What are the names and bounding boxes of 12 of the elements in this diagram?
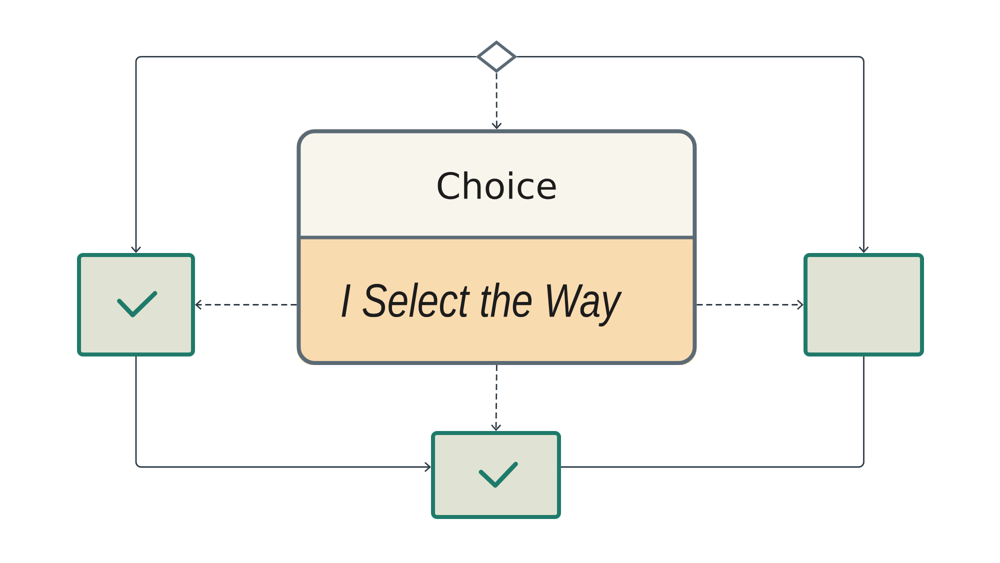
square-box <box>804 253 924 356</box>
split-box <box>296 129 697 365</box>
arrow <box>135 356 431 472</box>
arrow <box>696 300 804 310</box>
arrow <box>130 56 476 253</box>
arrow <box>195 300 297 310</box>
connector-line <box>561 356 864 468</box>
body-band: I Select the Way <box>296 238 697 365</box>
arrow <box>517 56 869 253</box>
arrow <box>491 365 502 431</box>
arrow <box>492 73 502 130</box>
heading-band: Choice <box>296 129 697 238</box>
